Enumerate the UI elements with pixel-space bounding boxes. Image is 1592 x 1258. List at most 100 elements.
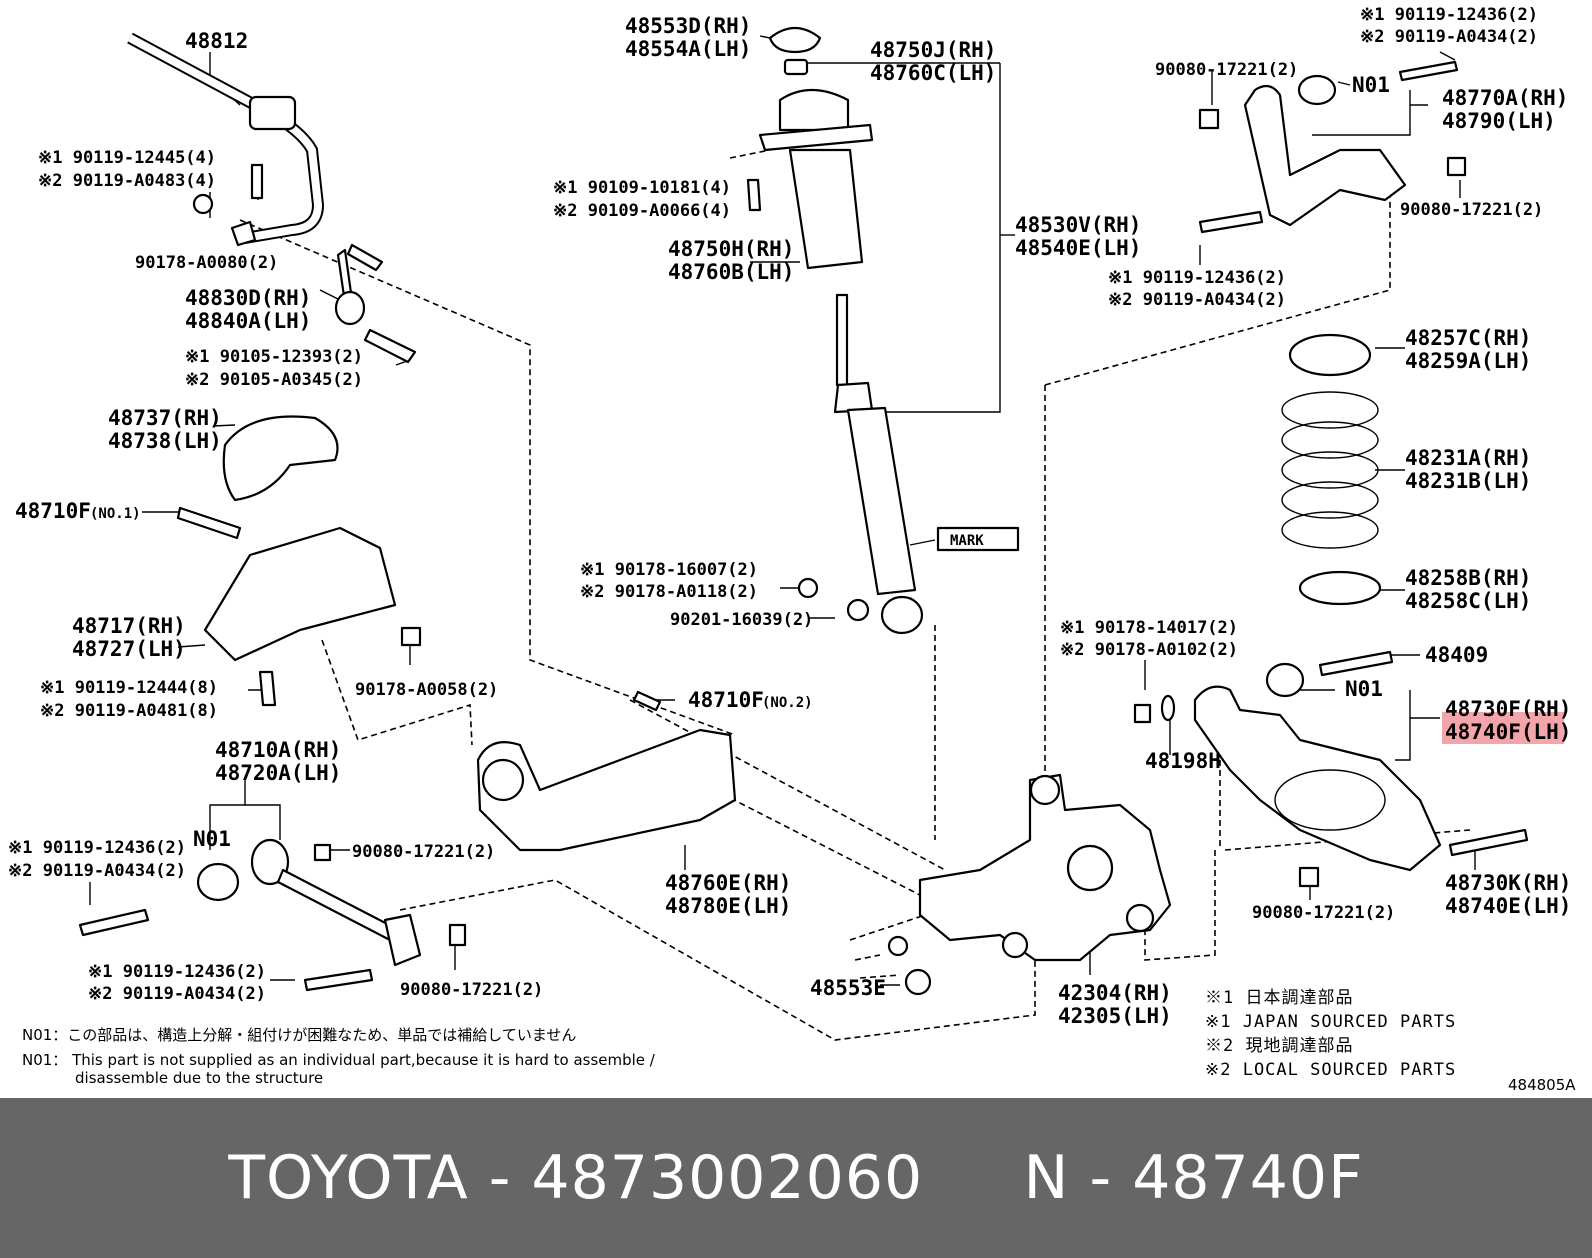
highlight-box [1442, 712, 1564, 744]
cover-48737 [222, 415, 339, 502]
label-42305: 42305(LH) [1058, 1004, 1172, 1028]
legend-japan-en: ※1 JAPAN SOURCED PARTS [1205, 1012, 1456, 1032]
legend-japan-jp: ※1 日本調達部品 [1205, 988, 1353, 1008]
nut-90080-mid [313, 843, 332, 862]
bolt-90109 [746, 178, 762, 212]
footer-bar: TOYOTA - 4873002060 N - 48740F [0, 1098, 1592, 1258]
label-90119-a0434-bottom: ※2 90119-A0434(2) [88, 984, 266, 1004]
label-48740e: 48740E(LH) [1445, 894, 1571, 918]
label-90178-a0080: 90178-A0080(2) [135, 253, 278, 273]
bolt-90119-12445 [250, 163, 264, 200]
lateral-link-48710a [250, 838, 422, 967]
note-en-line2: disassemble due to the structure [75, 1069, 323, 1087]
label-48760b: 48760B(LH) [668, 260, 794, 284]
label-48738: 48738(LH) [108, 429, 222, 453]
label-48760c: 48760C(LH) [870, 61, 996, 85]
nut-90178-a0058 [400, 626, 422, 647]
legend-local-en: ※2 LOCAL SOURCED PARTS [1205, 1060, 1456, 1080]
label-90119-12436-bottom: ※1 90119-12436(2) [88, 962, 266, 982]
label-90178-a0058: 90178-A0058(2) [355, 680, 498, 700]
label-90080-mid: 90080-17221(2) [352, 842, 495, 862]
notes: N01：この部品は、構造上分解・組付けが困難なため、単品では補給していません N… [22, 1026, 656, 1087]
bolt-top-right [1398, 60, 1459, 82]
note-jp: N01：この部品は、構造上分解・組付けが困難なため、単品では補給していません [22, 1026, 576, 1044]
label-90080-right: 90080-17221(2) [1400, 200, 1543, 220]
label-90109-10181: ※1 90109-10181(4) [553, 178, 731, 198]
label-48730f: 48730F(RH) [1445, 697, 1571, 721]
label-90119-12436-top: ※1 90119-12436(2) [1360, 5, 1538, 25]
part-labels: 48812 48553D(RH) 48554A(LH) 48750J(RH) 4… [8, 5, 1571, 1028]
label-48409: 48409 [1425, 643, 1488, 667]
label-48840a: 48840A(LH) [185, 309, 311, 333]
label-48780e: 48780E(LH) [665, 894, 791, 918]
stabilizer-link [334, 243, 417, 364]
bolt-48730k [1448, 828, 1529, 857]
label-48710a: 48710A(RH) [215, 738, 341, 762]
label-90178-a0102: ※2 90178-A0102(2) [1060, 640, 1238, 660]
label-48259a: 48259A(LH) [1405, 349, 1531, 373]
label-90178-16007: ※1 90178-16007(2) [580, 560, 758, 580]
label-48727: 48727(LH) [72, 637, 186, 661]
exploded-view-diagram: 48812 48553D(RH) 48554A(LH) 48750J(RH) 4… [8, 5, 1576, 1094]
label-48770a: 48770A(RH) [1442, 86, 1568, 110]
label-48710f-no1: 48710F [15, 499, 91, 523]
label-90178-a0118: ※2 90178-A0118(2) [580, 582, 758, 602]
label-48750j: 48750J(RH) [870, 38, 996, 62]
label-48553e: 48553E [810, 976, 886, 1000]
label-48812: 48812 [185, 29, 248, 53]
nut-48750j [783, 58, 809, 76]
label-90201-16039: 90201-16039(2) [670, 610, 813, 630]
nut-48553e-b [904, 968, 932, 996]
label-n01-top: N01 [1352, 73, 1390, 97]
label-48740f: 48740F(LH) [1445, 720, 1571, 744]
label-90105-a0345: ※2 90105-A0345(2) [185, 370, 363, 390]
label-90119-a0483: ※2 90119-A0483(4) [38, 171, 216, 191]
diagram-code: 484805A [1508, 1076, 1576, 1094]
nut-90080-right [1446, 156, 1467, 177]
label-48790: 48790(LH) [1442, 109, 1556, 133]
label-48750h: 48750H(RH) [668, 237, 794, 261]
label-48257c: 48257C(RH) [1405, 326, 1531, 350]
label-48231a: 48231A(RH) [1405, 446, 1531, 470]
label-n01-right: N01 [1345, 677, 1383, 701]
label-42304: 42304(RH) [1058, 981, 1172, 1005]
bolt-48710f-no1 [176, 506, 242, 540]
nut-90080-bottom [448, 923, 467, 947]
label-90119-12436-mid: ※1 90119-12436(2) [1108, 268, 1286, 288]
cap-48553d [768, 26, 822, 54]
bushing-n01-left [196, 862, 240, 902]
shock-mount-and-boot [758, 89, 874, 270]
label-48540e: 48540E(LH) [1015, 236, 1141, 260]
label-48730k: 48730K(RH) [1445, 871, 1571, 895]
bolt-48409 [1318, 650, 1394, 677]
label-90109-a0066: ※2 90109-A0066(4) [553, 201, 731, 221]
washer-48198h [1160, 694, 1176, 722]
washer-90201 [846, 598, 870, 622]
legend-local-jp: ※2 現地調達部品 [1205, 1036, 1353, 1056]
label-90119-12436-left: ※1 90119-12436(2) [8, 838, 186, 858]
bolt-48710f-no2 [632, 690, 662, 712]
nut-90080-top [1198, 108, 1220, 130]
label-48710f-no2: 48710F [688, 688, 764, 712]
label-n01-left: N01 [193, 827, 231, 851]
label-no2: (NO.2) [762, 695, 813, 711]
bushing-90178 [192, 193, 214, 215]
nut-90080-bottom-right [1298, 866, 1320, 888]
nut-48553e-a [887, 935, 909, 957]
upper-arm-48770a [1243, 74, 1407, 227]
bolt-bottom [303, 968, 374, 992]
label-48830d: 48830D(RH) [185, 286, 311, 310]
bolt-90119-mid-right [1198, 210, 1264, 234]
label-48737: 48737(RH) [108, 406, 222, 430]
label-no1: (NO.1) [90, 506, 141, 522]
label-48530v: 48530V(RH) [1015, 213, 1141, 237]
label-mark: MARK [950, 533, 984, 549]
label-90119-a0434-top: ※2 90119-A0434(2) [1360, 27, 1538, 47]
bolt-left-lower [78, 908, 150, 937]
label-90119-12445: ※1 90119-12445(4) [38, 148, 216, 168]
label-48258c: 48258C(LH) [1405, 589, 1531, 613]
footer-title: TOYOTA - 4873002060 N - 48740F [228, 1143, 1364, 1213]
nut-90178-14017 [1133, 703, 1152, 724]
label-90119-a0434-mid: ※2 90119-A0434(2) [1108, 290, 1286, 310]
label-90119-12444: ※1 90119-12444(8) [40, 678, 218, 698]
